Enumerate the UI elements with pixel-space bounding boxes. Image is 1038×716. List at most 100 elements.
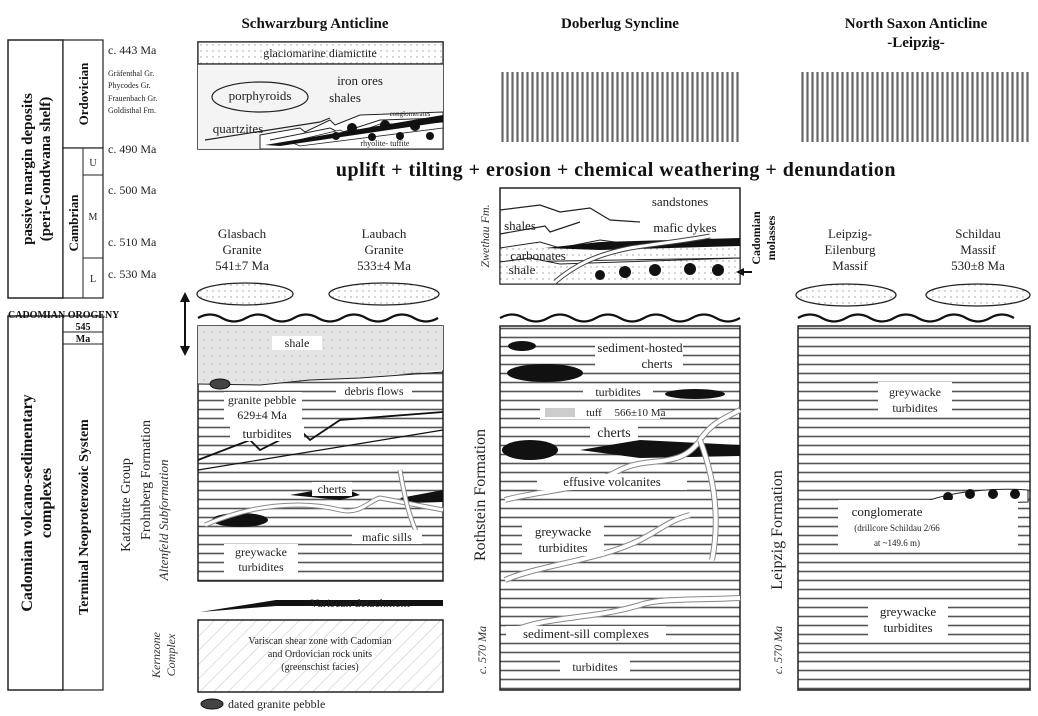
effusive-volcanites: effusive volcanites: [563, 474, 661, 489]
legend: dated granite pebble: [200, 697, 325, 711]
left-axis: passive margin deposits (peri-Gondwana s…: [7, 39, 157, 691]
doberlug-age-570: c. 570 Ma: [475, 626, 489, 674]
passive-margin-label-1: passive margin deposits: [20, 93, 36, 245]
age-545-unit: Ma: [76, 334, 90, 345]
doberlug-neoproterozoic: sediment-hosted cherts turbidites tuff 5…: [499, 325, 742, 691]
debris-flows: debris flows: [345, 384, 404, 398]
doberlug-greywacke-turb: turbidites: [538, 540, 587, 555]
passive-margin-label-2: (peri-Gondwana shelf): [38, 97, 54, 242]
ordovician-unit-2: Phycodes Gr.: [108, 81, 151, 90]
schildau-massif-1: Schildau: [955, 226, 1001, 241]
glasbach-type: Granite: [223, 242, 262, 257]
doberlug-cherts-2: cherts: [597, 426, 630, 441]
doberlug-turbidites: turbidites: [595, 385, 641, 399]
katzhuette-group: Katzhütte Group: [119, 458, 134, 552]
doberlug-greywacke: greywacke: [535, 524, 592, 539]
molasses-label-2: molasses: [764, 215, 778, 260]
doberlug-cambrian: sandstones shales mafic dykes carbonates…: [478, 187, 741, 285]
northsaxon-neoproterozoic: greywacke turbidites conglomerate (drill…: [797, 325, 1031, 691]
cadomian-label-1: Cadomian volcano-sedimentary: [19, 394, 36, 611]
drillcore-1: (drillcore Schildau 2/66: [854, 523, 940, 533]
mafic-sills: mafic sills: [362, 530, 412, 544]
title-doberlug: Doberlug Syncline: [561, 16, 679, 32]
sediment-sill-complexes: sediment-sill complexes: [523, 626, 649, 641]
schwarzburg-greywacke: greywacke: [235, 545, 287, 559]
cambrian-middle: M: [89, 212, 98, 223]
schwarzburg-shale: shale: [285, 336, 310, 350]
conglomerate: conglomerate: [852, 504, 923, 519]
uplift-banner: uplift + tilting + erosion + chemical we…: [336, 159, 896, 181]
north-saxon-massifs: Leipzig- Eilenburg Massif Schildau Massi…: [795, 226, 1031, 307]
cadomian-label-2: complexes: [38, 468, 55, 538]
age-545: 545: [76, 322, 91, 333]
northsaxon-ordovician-gap: [800, 72, 1030, 142]
ns-greywacke-turb: turbidites: [892, 401, 938, 415]
terminal-neoproterozoic-label: Terminal Neoproterozoic System: [77, 419, 92, 615]
granite-pebble: granite pebble: [228, 393, 296, 407]
rhyolite-tuffite: rhyolite- tuffite: [361, 139, 410, 148]
glasbach-name: Glasbach: [218, 226, 267, 241]
doberlug-shales: shales: [504, 218, 536, 233]
schwarzburg-greywacke-turb: turbidites: [238, 560, 284, 574]
age-530: c. 530 Ma: [108, 267, 157, 281]
ns-age-570: c. 570 Ma: [771, 626, 785, 674]
ordovician-unit-1: Gräfenthal Gr.: [108, 69, 154, 78]
ns-greywacke-2: greywacke: [880, 604, 937, 619]
ordovician-label: Ordovician: [76, 62, 91, 126]
laubach-age: 533±4 Ma: [357, 258, 411, 273]
schildau-massif-2: Massif: [960, 242, 996, 257]
quartzites: quartzites: [213, 121, 264, 136]
doberlug-ordovician-gap: [500, 72, 740, 142]
shear-zone-3: (greenschist facies): [281, 662, 358, 673]
ordovician-unit-3: Frauenbach Gr.: [108, 94, 157, 103]
molasses-label-1: Cadomian: [749, 211, 763, 265]
cambrian-label: Cambrian: [66, 194, 81, 252]
laubach-type: Granite: [365, 242, 404, 257]
cadomian-molasses: Cadomian molasses: [736, 211, 778, 276]
schwarzburg-ordovician: glaciomarine diamictite porphyroids iron…: [197, 41, 444, 150]
tuff: tuff: [586, 407, 602, 419]
drillcore-2: at ~149.6 m): [874, 538, 920, 548]
cadomian-orogeny-label: CADOMIAN OROGENY: [8, 310, 120, 321]
laubach-name: Laubach: [362, 226, 407, 241]
schildau-massif-3: 530±8 Ma: [951, 258, 1005, 273]
title-north-saxon-1: North Saxon Anticline: [845, 16, 988, 32]
shear-zone-2: and Ordovician rock units: [268, 649, 372, 660]
tuff-age: 566±10 Ma: [615, 407, 666, 419]
conglomerates: conglomerates: [390, 110, 431, 118]
glaciomarine-diamictite: glaciomarine diamictite: [263, 46, 377, 60]
kernzone-2: Complex: [164, 633, 178, 676]
cambrian-upper: U: [89, 158, 97, 169]
schwarzburg-granites: Glasbach Granite 541±7 Ma Laubach Granit…: [196, 226, 440, 306]
ordovician-unit-4: Goldisthal Fm.: [108, 106, 156, 115]
leipzig-formation: Leipzig Formation: [769, 470, 786, 590]
sediment-hosted: sediment-hosted: [597, 340, 683, 355]
leipzig-massif-3: Massif: [832, 258, 868, 273]
age-500: c. 500 Ma: [108, 183, 157, 197]
glasbach-age: 541±7 Ma: [215, 258, 269, 273]
legend-label: dated granite pebble: [228, 697, 325, 711]
iron-ores: iron ores: [337, 73, 383, 88]
altenfeld-subformation: Altenfeld Subformation: [156, 460, 171, 582]
frohnberg-formation: Frohnberg Formation: [139, 420, 154, 540]
shear-zone-1: Variscan shear zone with Cadomian: [248, 636, 391, 647]
age-490: c. 490 Ma: [108, 142, 157, 156]
cadomian-orogeny: CADOMIAN OROGENY: [8, 292, 1015, 356]
age-443: c. 443 Ma: [108, 43, 157, 57]
doberlug-turbidites-low: turbidites: [572, 660, 618, 674]
sandstones: sandstones: [652, 194, 708, 209]
variscan-detachment: Variscan detachment Variscan shear zone …: [149, 596, 444, 693]
ns-greywacke-2-turb: turbidites: [883, 620, 932, 635]
porphyroids: porphyroids: [229, 88, 292, 103]
schwarzburg-turbidites: turbidites: [242, 426, 291, 441]
ns-greywacke: greywacke: [889, 385, 941, 399]
leipzig-massif-2: Eilenburg: [824, 242, 876, 257]
doberlug-shale: shale: [509, 262, 536, 277]
carbonates: carbonates: [510, 248, 566, 263]
cambrian-lower: L: [90, 274, 96, 285]
title-north-saxon-2: -Leipzig-: [887, 35, 945, 51]
schwarzburg-cherts: cherts: [318, 482, 347, 496]
title-schwarzburg: Schwarzburg Anticline: [241, 16, 388, 32]
leipzig-massif-1: Leipzig-: [828, 226, 872, 241]
